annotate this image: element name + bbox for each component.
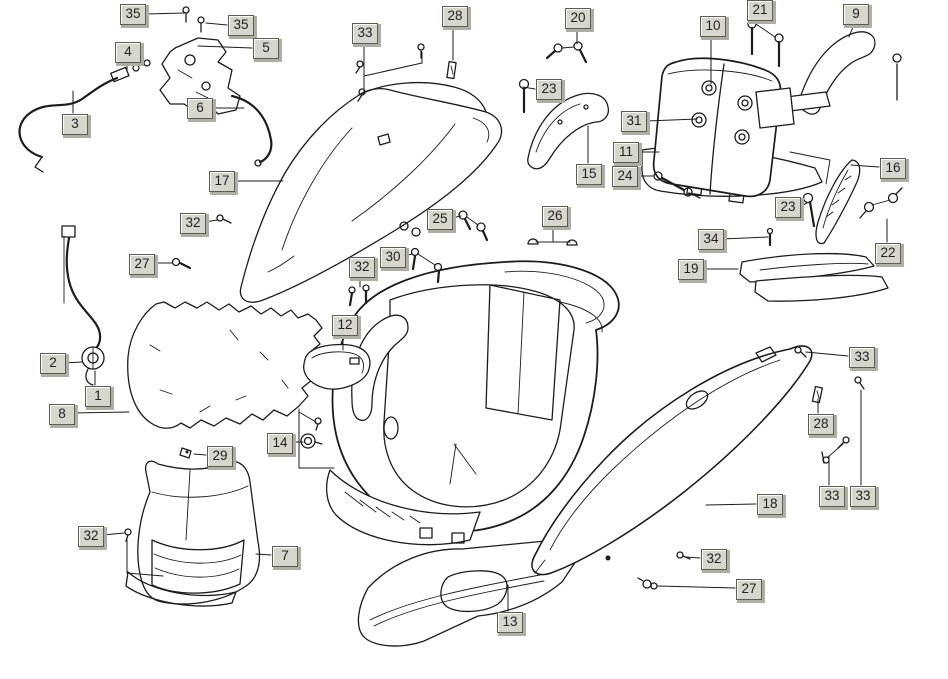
- callout-12[interactable]: 12: [332, 315, 358, 336]
- callout-35-b[interactable]: 35: [228, 15, 254, 36]
- callout-30[interactable]: 30: [380, 247, 406, 268]
- leader-line-2: [62, 361, 83, 364]
- callout-18[interactable]: 18: [757, 494, 783, 515]
- callout-19[interactable]: 19: [678, 259, 704, 280]
- leader-line-32-c: [126, 539, 164, 577]
- part-front-cover: [125, 460, 261, 607]
- part-fuel-valve: [61, 225, 105, 386]
- part-grab-handle: [527, 92, 610, 170]
- callout-11[interactable]: 11: [613, 142, 639, 163]
- leader-line-32-c: [102, 532, 125, 536]
- part-carrier: [755, 31, 902, 129]
- part-backrest: [652, 57, 782, 198]
- callout-25[interactable]: 25: [427, 209, 453, 230]
- callout-23-b[interactable]: 23: [775, 197, 801, 218]
- callout-10[interactable]: 10: [700, 16, 726, 37]
- leader-line-29: [193, 453, 207, 456]
- part-helmet-box: [325, 260, 620, 546]
- leader-line-5: [197, 45, 253, 49]
- callout-13[interactable]: 13: [497, 612, 523, 633]
- callout-26[interactable]: 26: [542, 206, 568, 227]
- callout-32-a[interactable]: 32: [180, 213, 206, 234]
- fastener-screws: [124, 6, 903, 590]
- leader-line-16: [850, 164, 880, 168]
- callout-8[interactable]: 8: [49, 404, 75, 425]
- part-toolbox-lid: [303, 343, 371, 390]
- callout-33-b[interactable]: 33: [849, 347, 875, 368]
- callout-32-c[interactable]: 32: [78, 526, 104, 547]
- callout-29[interactable]: 29: [207, 446, 233, 467]
- callout-31[interactable]: 31: [621, 111, 647, 132]
- leader-line-8: [72, 411, 130, 414]
- leader-line-14: [298, 411, 317, 423]
- part-floor-mat: [357, 539, 581, 647]
- leader-line-35-b: [205, 22, 228, 26]
- callout-17[interactable]: 17: [209, 171, 235, 192]
- part-trim-strip: [815, 159, 861, 245]
- callout-2[interactable]: 2: [40, 353, 66, 374]
- callout-20[interactable]: 20: [565, 8, 591, 29]
- callout-32-d[interactable]: 32: [701, 549, 727, 570]
- part-throttle-cable: [18, 59, 151, 173]
- leader-line-18: [705, 503, 757, 506]
- callout-4[interactable]: 4: [115, 42, 141, 63]
- callout-1[interactable]: 1: [85, 386, 111, 407]
- leader-line-33-a: [363, 62, 423, 77]
- callout-27-b[interactable]: 27: [736, 579, 762, 600]
- leader-line-23-a: [522, 86, 536, 90]
- callout-33-c[interactable]: 33: [819, 486, 845, 507]
- callout-9[interactable]: 9: [843, 4, 869, 25]
- callout-5[interactable]: 5: [253, 38, 279, 59]
- leader-line-7: [255, 553, 272, 556]
- callout-32-b[interactable]: 32: [349, 257, 375, 278]
- callout-35-a[interactable]: 35: [120, 4, 146, 25]
- part-side-cover: [531, 345, 813, 576]
- callout-14[interactable]: 14: [267, 433, 293, 454]
- callout-3[interactable]: 3: [62, 114, 88, 135]
- leader-line-14: [298, 408, 335, 469]
- leader-line-35-a: [145, 12, 185, 15]
- leader-line-33-b: [805, 351, 849, 357]
- leader-lines: [62, 12, 888, 612]
- callout-24[interactable]: 24: [612, 166, 638, 187]
- part-cable: [230, 94, 273, 167]
- callout-22[interactable]: 22: [875, 243, 901, 264]
- callout-34[interactable]: 34: [698, 229, 724, 250]
- callout-15[interactable]: 15: [576, 164, 602, 185]
- part-bracket: [159, 37, 241, 115]
- callout-21[interactable]: 21: [747, 0, 773, 21]
- leader-line-34: [721, 236, 769, 240]
- callout-33-d[interactable]: 33: [850, 486, 876, 507]
- leader-line-27-b: [657, 585, 736, 589]
- callout-27-a[interactable]: 27: [129, 254, 155, 275]
- callout-16[interactable]: 16: [880, 158, 906, 179]
- part-inner-shield: [127, 301, 323, 429]
- leader-line-32-d: [685, 556, 701, 559]
- callout-7[interactable]: 7: [272, 546, 298, 567]
- callout-28-a[interactable]: 28: [442, 6, 468, 27]
- callout-6[interactable]: 6: [187, 98, 213, 119]
- leader-line-31: [646, 118, 698, 122]
- leader-line-9: [848, 23, 855, 38]
- callout-28-b[interactable]: 28: [808, 414, 834, 435]
- callout-33-a[interactable]: 33: [352, 23, 378, 44]
- part-rack-insert: [739, 252, 889, 302]
- leader-line-32-a: [204, 219, 218, 223]
- part-front-shield: [239, 81, 503, 303]
- callout-23-a[interactable]: 23: [536, 79, 562, 100]
